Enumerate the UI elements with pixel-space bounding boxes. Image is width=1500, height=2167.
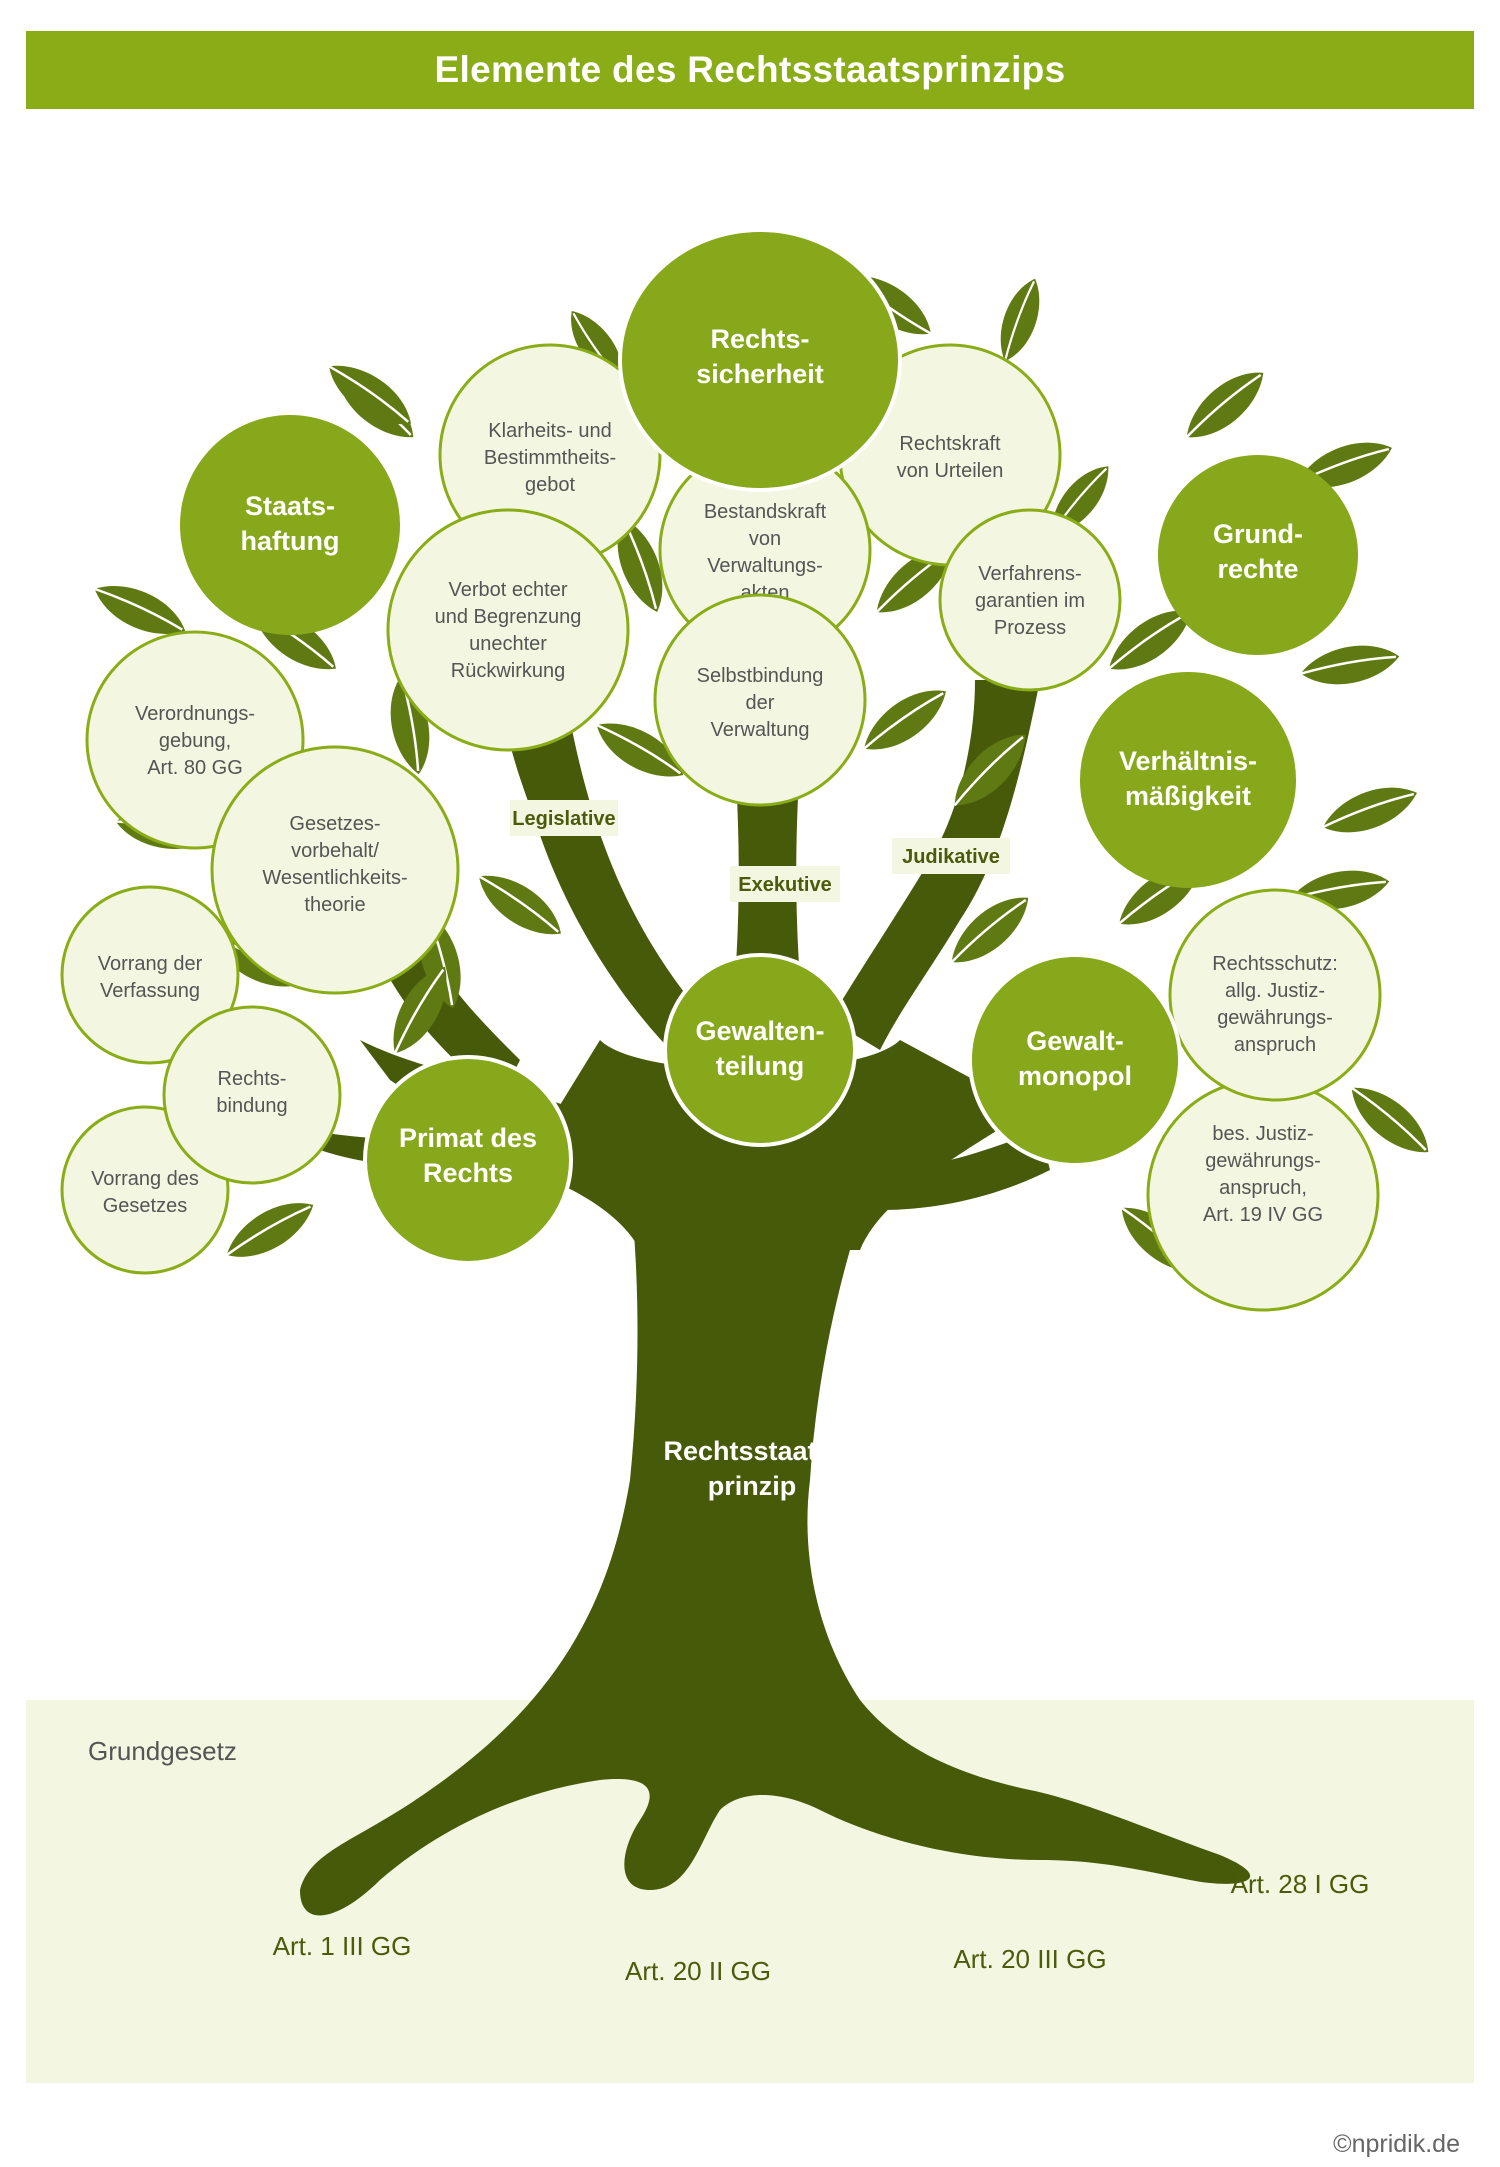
legislative-label: Legislative <box>512 808 615 830</box>
grundgesetz-label: Grundgesetz <box>88 1736 237 1766</box>
gewaltenteilung-node: Gewalten-teilung <box>663 953 857 1147</box>
trunk-label: Rechtsstaats-prinzip <box>663 1436 840 1501</box>
bes-justiz-node: bes. Justiz-gewährungs-anspruch,Art. 19 … <box>1146 1078 1380 1312</box>
leaf-icon <box>852 675 958 765</box>
exekutive-label: Exekutive <box>738 874 831 896</box>
staatshaftung-node: Staats-haftung <box>180 415 400 635</box>
root-art20-2: Art. 20 II GG <box>625 1956 771 1986</box>
rechtsbindung-node: Rechts-bindung <box>162 1005 342 1185</box>
root-art20-3: Art. 20 III GG <box>953 1944 1106 1974</box>
leaf-icon <box>216 1188 324 1272</box>
root-art28: Art. 28 I GG <box>1231 1869 1370 1899</box>
rechtssicherheit-node: Rechts-sicherheit <box>618 228 902 492</box>
leaf-icon <box>1173 357 1277 453</box>
svg-text:Staats-haftung: Staats-haftung <box>241 491 340 556</box>
svg-text:Rechts-bindung: Rechts-bindung <box>216 1068 287 1117</box>
svg-text:Gewalten-teilung: Gewalten-teilung <box>695 1016 824 1081</box>
verhaeltnismaessigkeit-node: Verhältnis-mäßigkeit <box>1080 672 1296 888</box>
branch-labels: Legislative Exekutive Judikative <box>510 800 1010 902</box>
leaf-icon <box>1296 637 1404 693</box>
leaf-icon <box>1315 774 1425 846</box>
svg-text:Rechts-sicherheit: Rechts-sicherheit <box>696 324 824 389</box>
svg-text:Verordnungs-gebung,Art. 80 GG: Verordnungs-gebung,Art. 80 GG <box>135 703 255 779</box>
svg-text:bes. Justiz-gewährungs-anspruc: bes. Justiz-gewährungs-anspruch,Art. 19 … <box>1203 1123 1323 1226</box>
leaf-icon <box>988 272 1052 368</box>
gewaltmonopol-node: Gewalt-monopol <box>968 953 1182 1167</box>
grundrechte-node: Grund-rechte <box>1158 455 1358 655</box>
main-nodes: Rechts-sicherheit Staats-haftung Grund-r… <box>180 228 1358 1265</box>
svg-text:Verhältnis-mäßigkeit: Verhältnis-mäßigkeit <box>1119 746 1257 811</box>
svg-text:Gewalt-monopol: Gewalt-monopol <box>1018 1026 1132 1091</box>
svg-text:Rechtsschutz:allg. Justiz-gewä: Rechtsschutz:allg. Justiz-gewährungs-ans… <box>1212 953 1338 1056</box>
judikative-label: Judikative <box>902 846 1000 868</box>
gesetzesvorbehalt-node: Gesetzes-vorbehalt/Wesentlichkeits-theor… <box>210 745 460 995</box>
header-bar: Elemente des Rechtsstaatsprinzips <box>26 31 1474 109</box>
ground-labels: Grundgesetz Art. 1 III GG Art. 20 II GG … <box>88 1736 1369 1986</box>
rechtsschutz-node: Rechtsschutz:allg. Justiz-gewährungs-ans… <box>1168 888 1382 1102</box>
svg-text:Gesetzes-vorbehalt/Wesentlichk: Gesetzes-vorbehalt/Wesentlichkeits-theor… <box>262 813 407 916</box>
root-art1: Art. 1 III GG <box>273 1931 412 1961</box>
svg-text:Grund-rechte: Grund-rechte <box>1213 519 1303 584</box>
page-title: Elemente des Rechtsstaatsprinzips <box>434 49 1066 90</box>
copyright-text: ©npridik.de <box>1333 2130 1460 2158</box>
